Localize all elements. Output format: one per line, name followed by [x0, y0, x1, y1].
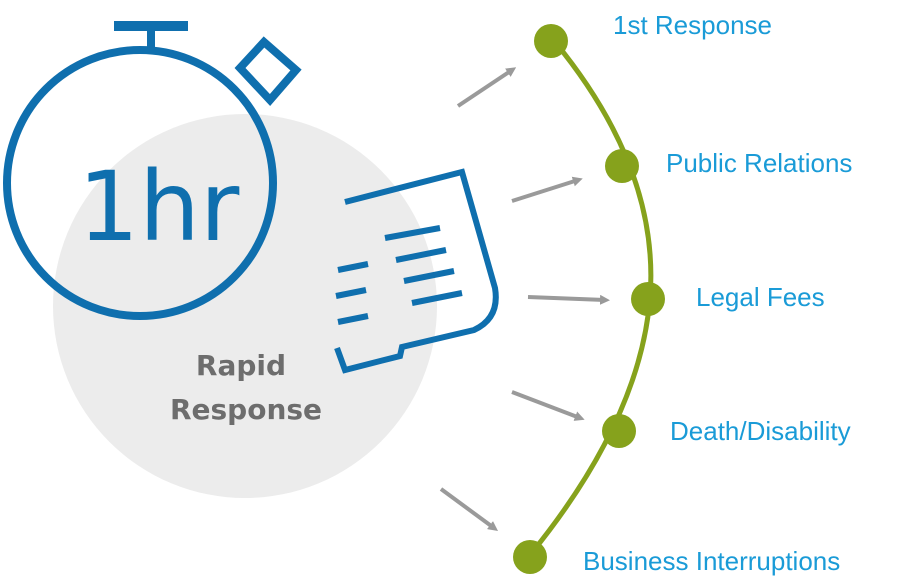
step-dot-1 [534, 24, 568, 58]
arrow-3 [527, 294, 610, 305]
center-label-line1: Rapid [196, 349, 286, 382]
step-dot-3 [631, 282, 665, 316]
step-label-public-relations: Public Relations [666, 148, 852, 178]
arrow-2 [511, 176, 583, 203]
arrow-1 [456, 67, 517, 108]
arrow-4 [511, 390, 585, 421]
background-circle [53, 114, 437, 498]
stopwatch-icon [3, 21, 302, 320]
timer-label: 1hr [78, 151, 240, 263]
arrow-5 [439, 487, 499, 531]
step-dot-2 [605, 149, 639, 183]
step-dot-4 [602, 414, 636, 448]
step-label-death-disability: Death/Disability [670, 416, 851, 446]
center-label-line2: Response [170, 393, 322, 426]
step-label-business-interruptions: Business Interruptions [583, 546, 840, 576]
document-icon [334, 168, 499, 374]
step-dot-5 [513, 540, 547, 574]
step-label-legal-fees: Legal Fees [696, 282, 825, 312]
step-label-1st-response: 1st Response [613, 10, 772, 40]
